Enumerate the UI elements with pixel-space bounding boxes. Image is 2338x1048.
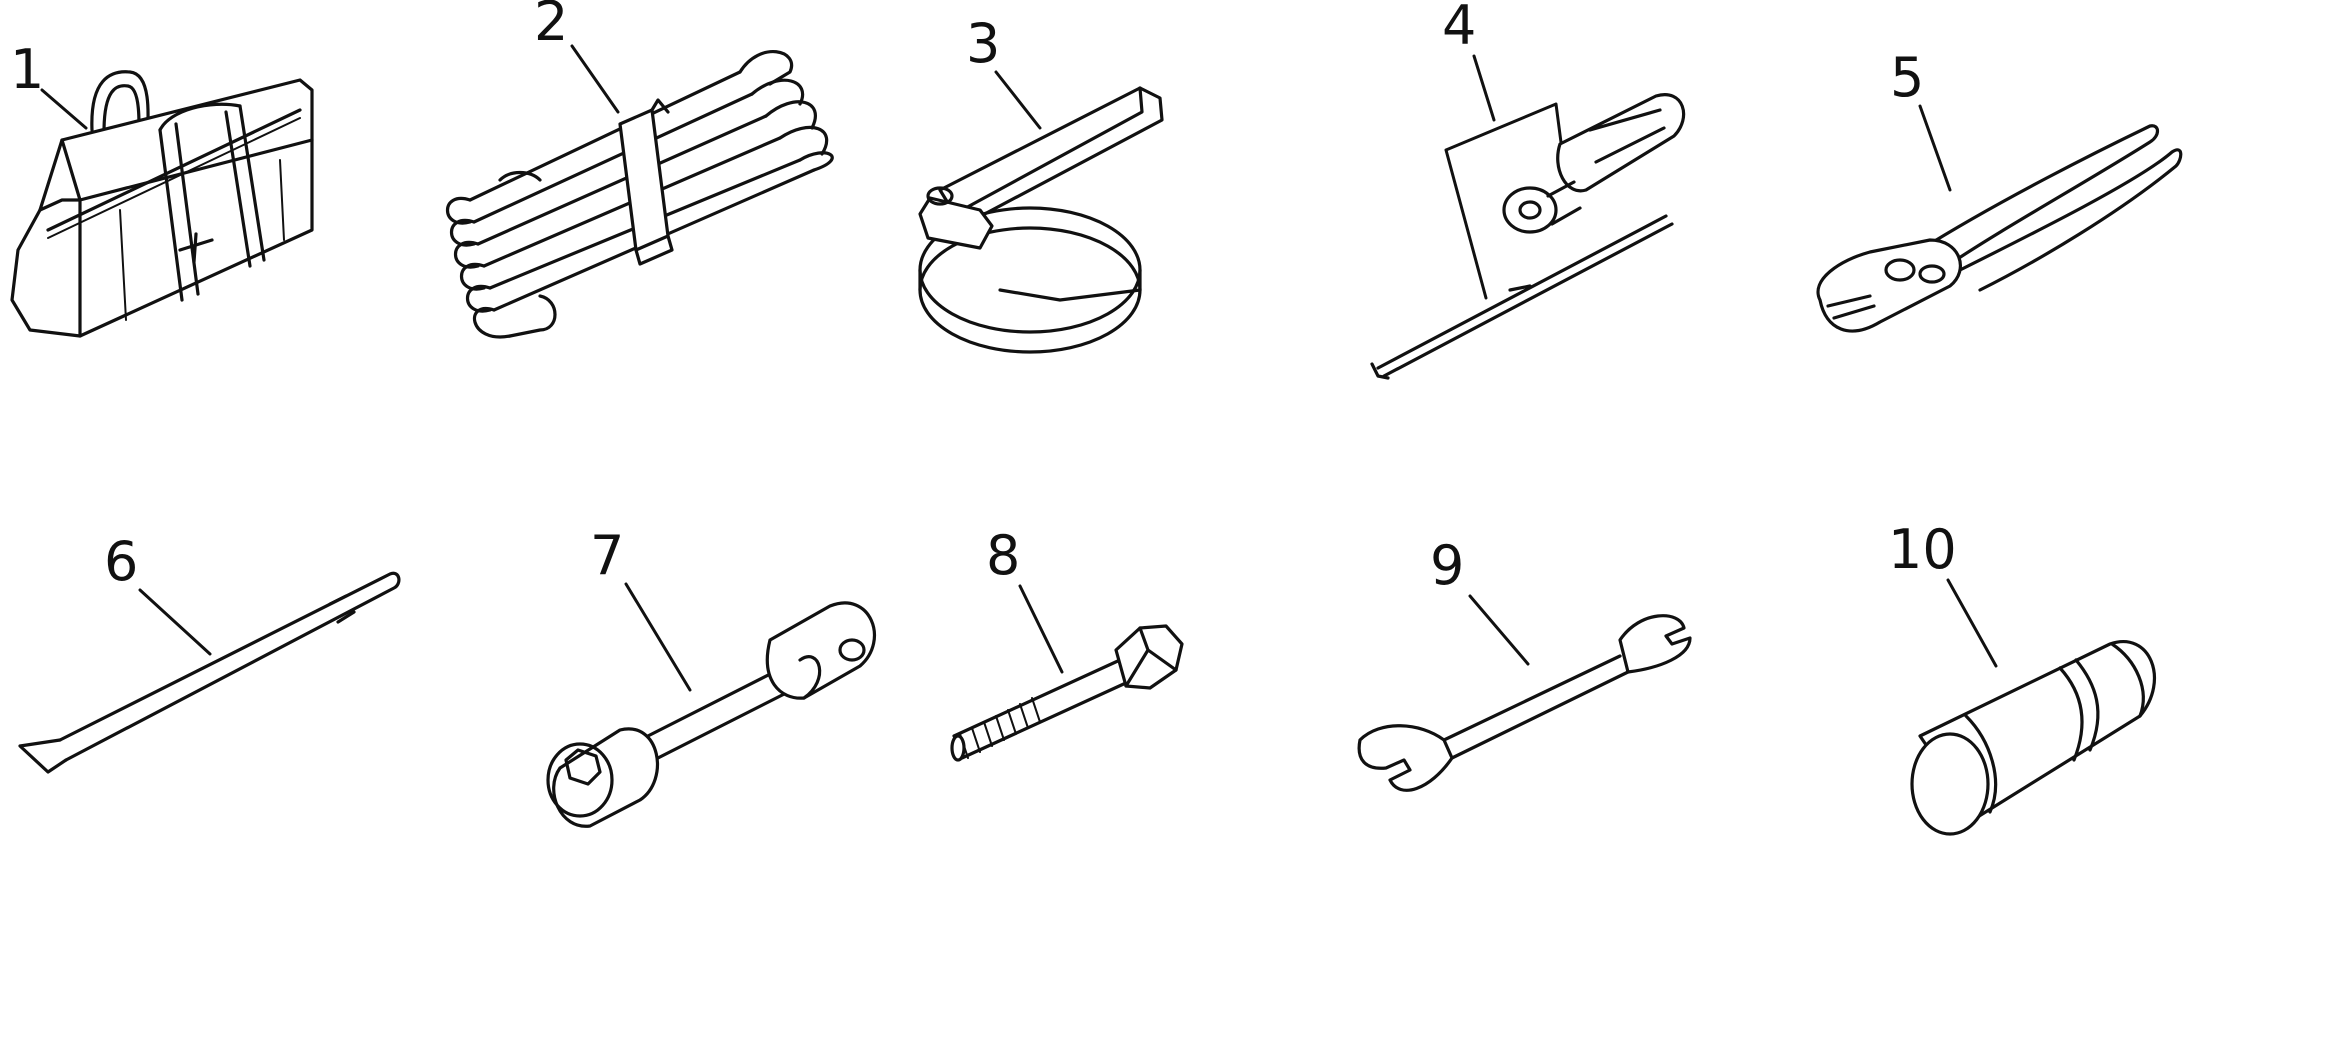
item-7-leader [624,582,692,692]
item-2-number: 2 [534,0,568,53]
item-6: 6 [18,530,401,774]
tool-bag-icon [10,70,314,338]
item-7-number: 7 [590,524,624,587]
item-7: 7 [546,524,877,828]
item-10-leader [1946,578,1998,668]
bolt-icon [950,624,1184,762]
item-1-number: 1 [10,38,44,101]
item-8-number: 8 [986,524,1020,587]
screwdriver-set-icon [1370,93,1686,380]
item-10: 10 [1888,518,2157,836]
item-1-leader [40,88,88,130]
wrench-set-icon [446,49,834,339]
item-5-leader [1918,104,1952,192]
item-9-leader [1468,594,1530,666]
pry-bar-icon [18,571,401,774]
item-4: 4 [1370,0,1686,380]
box-wrench-icon [546,601,877,828]
item-3-number: 3 [966,12,1000,75]
item-6-number: 6 [104,530,138,593]
item-4-number: 4 [1442,0,1476,57]
item-3-leader [994,70,1042,130]
item-8-leader [1018,584,1064,674]
item-3: 3 [918,12,1164,354]
item-8: 8 [950,524,1184,762]
socket-icon [1910,640,2157,836]
item-2-leader [570,44,620,114]
item-10-number: 10 [1888,518,1957,581]
pliers-icon [1816,124,2183,333]
item-4-leader [1472,54,1496,122]
item-6-leader [138,588,212,656]
filter-wrench-icon [918,86,1164,354]
item-5: 5 [1816,46,2183,333]
item-2: 2 [446,0,834,339]
open-end-wrench-icon [1357,614,1692,792]
item-1: 1 [10,38,314,338]
item-9-number: 9 [1430,534,1464,597]
item-5-number: 5 [1890,46,1924,109]
item-9: 9 [1357,534,1692,792]
